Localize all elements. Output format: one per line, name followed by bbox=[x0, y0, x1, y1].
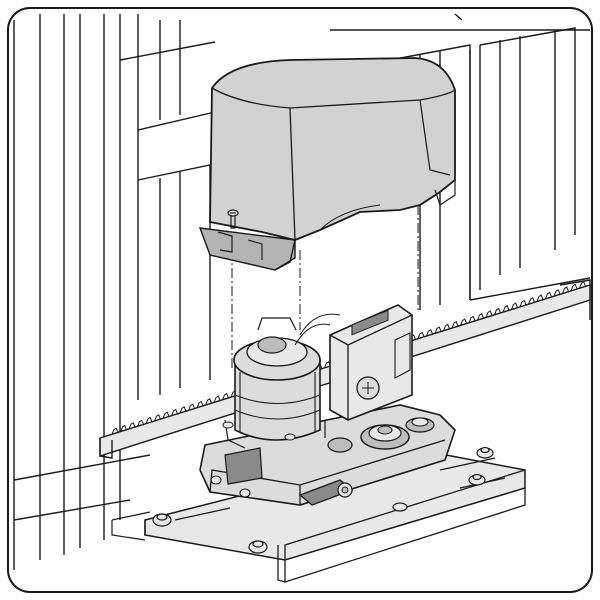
rack-tooth bbox=[477, 313, 485, 321]
motor-cover bbox=[198, 57, 456, 271]
release-lever bbox=[298, 479, 354, 506]
rack-tooth bbox=[562, 286, 570, 294]
screw-icon bbox=[227, 209, 239, 229]
fixing-nuts bbox=[152, 446, 494, 554]
rack-tooth bbox=[485, 310, 493, 318]
rack-tooth bbox=[171, 408, 179, 417]
rack-tooth bbox=[434, 326, 442, 334]
rack-tooth bbox=[545, 291, 553, 299]
rack-tooth bbox=[570, 283, 578, 292]
rack-tooth bbox=[137, 419, 145, 427]
rack-tooth bbox=[579, 281, 587, 289]
rack-tooth bbox=[205, 398, 213, 406]
rack-tooth bbox=[188, 403, 196, 411]
cover-screw bbox=[227, 209, 239, 229]
rack-tooth bbox=[154, 414, 162, 422]
nut-icon bbox=[468, 473, 486, 486]
rack-tooth bbox=[519, 299, 527, 307]
rack-tooth bbox=[511, 302, 519, 310]
nut-icon bbox=[392, 502, 408, 512]
rack-tooth bbox=[213, 395, 221, 403]
rack-tooth bbox=[111, 427, 119, 435]
rack-tooth bbox=[162, 411, 170, 419]
rack-tooth bbox=[222, 392, 230, 401]
rack-tooth bbox=[426, 328, 434, 337]
rack-tooth bbox=[145, 416, 153, 425]
rack-tooth bbox=[196, 400, 204, 409]
control-board bbox=[294, 304, 413, 421]
gate-panel bbox=[13, 13, 591, 570]
rack-tooth bbox=[451, 321, 459, 329]
rack-tooth bbox=[468, 315, 476, 323]
nut-icon bbox=[476, 446, 494, 459]
rack-tooth bbox=[179, 406, 187, 414]
rack-tooth bbox=[553, 289, 561, 297]
rack-tooth bbox=[128, 422, 136, 430]
nut-icon bbox=[152, 513, 172, 527]
electric-motor bbox=[222, 317, 326, 449]
rack-tooth bbox=[120, 424, 128, 433]
rack-tooth bbox=[502, 305, 510, 313]
drive-gears bbox=[327, 417, 435, 453]
nut-icon bbox=[248, 540, 268, 554]
rack-tooth bbox=[460, 318, 468, 326]
rack-tooth bbox=[528, 297, 536, 305]
rack-tooth bbox=[494, 307, 502, 315]
rack-tooth bbox=[443, 323, 451, 331]
rack-tooth bbox=[536, 294, 544, 302]
rack-tooth bbox=[417, 331, 425, 339]
